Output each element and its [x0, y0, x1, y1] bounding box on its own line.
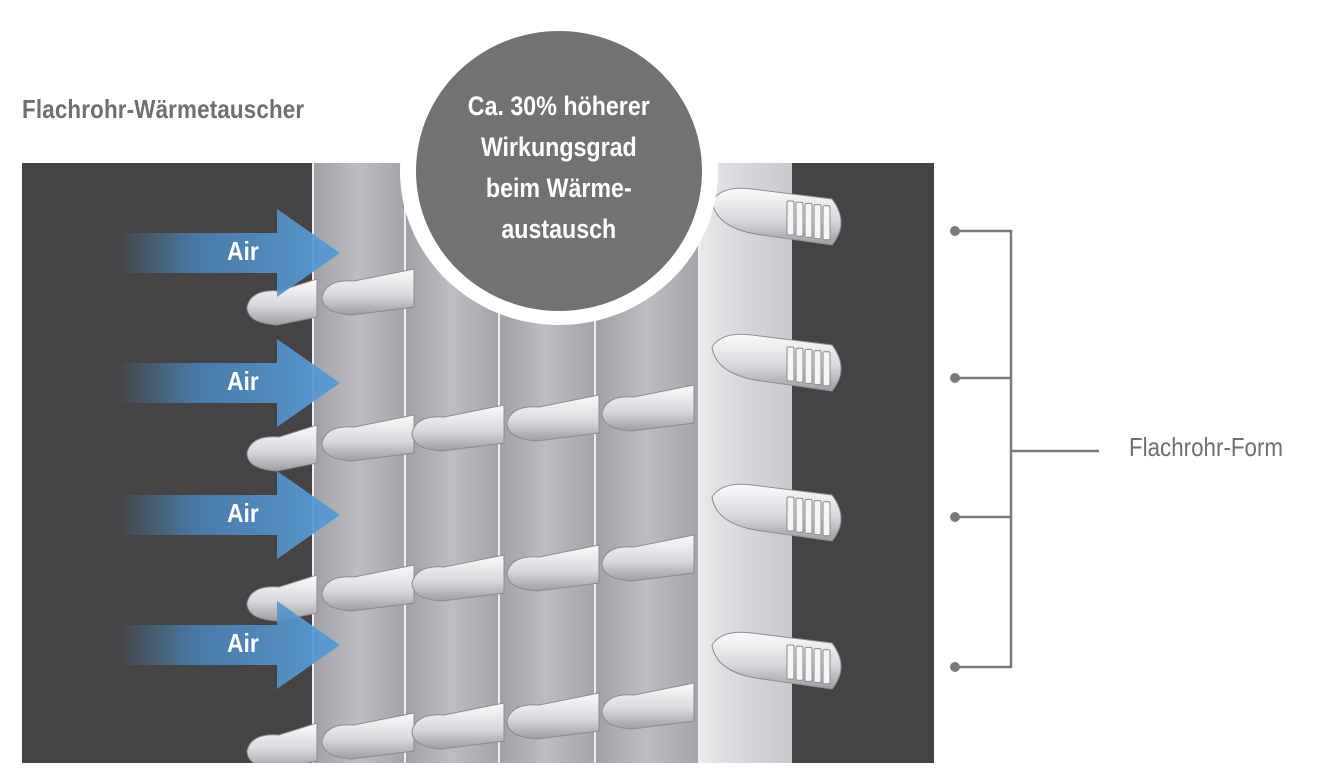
tube-channel: [804, 498, 813, 534]
airflow-label-3: Air: [227, 498, 259, 528]
diagram-title: Flachrohr-Wärmetauscher: [22, 94, 305, 124]
tube-segment: [246, 722, 318, 763]
tube-segment: [506, 394, 600, 442]
tube-channel: [786, 346, 795, 382]
tube-channel: [795, 497, 804, 533]
tube-channel: [822, 205, 831, 241]
tube-end-row-3: [711, 483, 842, 542]
efficiency-callout-text: Ca. 30% höherer Wirkungsgrad beim Wärme-…: [468, 86, 650, 250]
bracket-dot-1: [950, 226, 960, 236]
tube-segment: [506, 692, 600, 740]
tube-segment: [411, 404, 505, 452]
callout-line-2: Wirkungsgrad: [481, 132, 637, 162]
bracket-dot-2: [950, 373, 960, 383]
flat-tube-bracket: [950, 226, 1013, 672]
bracket-to-label-line: [1011, 449, 1099, 453]
tube-end-row-4: [711, 631, 842, 690]
tube-segment: [246, 574, 318, 622]
callout-line-1: Ca. 30% höherer: [468, 91, 650, 121]
efficiency-callout-circle: Ca. 30% höherer Wirkungsgrad beim Wärme-…: [416, 31, 702, 311]
tube-segment: [411, 702, 505, 750]
tube-channel: [813, 350, 822, 386]
tube-segment: [246, 278, 318, 326]
tube-channel: [813, 500, 822, 536]
airflow-arrow-2: [118, 339, 340, 427]
tube-channel: [822, 649, 831, 685]
tube-channel: [822, 501, 831, 537]
tube-channel: [813, 204, 822, 240]
tube-channel: [795, 645, 804, 681]
bracket-dot-3: [950, 512, 960, 522]
tube-channel: [804, 202, 813, 238]
tube-channel: [813, 648, 822, 684]
airflow-label-2: Air: [227, 366, 259, 396]
tube-segment: [411, 554, 505, 602]
fin-plate-1: [312, 163, 404, 763]
tube-channel: [804, 646, 813, 682]
tube-channel: [795, 201, 804, 237]
flat-tubes: [246, 187, 842, 763]
airflow-arrow-1: [118, 209, 340, 297]
airflow-arrow-4: [118, 601, 340, 689]
bracket-dot-4: [950, 662, 960, 672]
tube-segment: [321, 268, 415, 316]
airflow-arrows: [118, 209, 340, 689]
tube-segment: [601, 534, 695, 582]
tube-segment: [601, 384, 695, 432]
efficiency-callout-bubble: Ca. 30% höherer Wirkungsgrad beim Wärme-…: [400, 17, 718, 325]
tube-segment: [246, 424, 318, 472]
tube-channel: [786, 496, 795, 532]
airflow-label-4: Air: [227, 628, 259, 658]
tube-end-row-1: [711, 187, 842, 246]
tube-segment: [506, 544, 600, 592]
tube-segment: [601, 682, 695, 730]
tube-channel: [822, 351, 831, 387]
airflow-arrow-3: [118, 471, 340, 559]
tube-end-row-2: [711, 333, 842, 392]
flat-tube-form-label: Flachrohr-Form: [1129, 432, 1284, 462]
callout-line-4: austausch: [501, 214, 617, 244]
tube-channel: [795, 347, 804, 383]
airflow-label-1: Air: [227, 236, 259, 266]
tube-channel: [786, 644, 795, 680]
tube-channel: [804, 348, 813, 384]
tube-channel: [786, 200, 795, 236]
callout-line-3: beim Wärme-: [486, 173, 632, 203]
